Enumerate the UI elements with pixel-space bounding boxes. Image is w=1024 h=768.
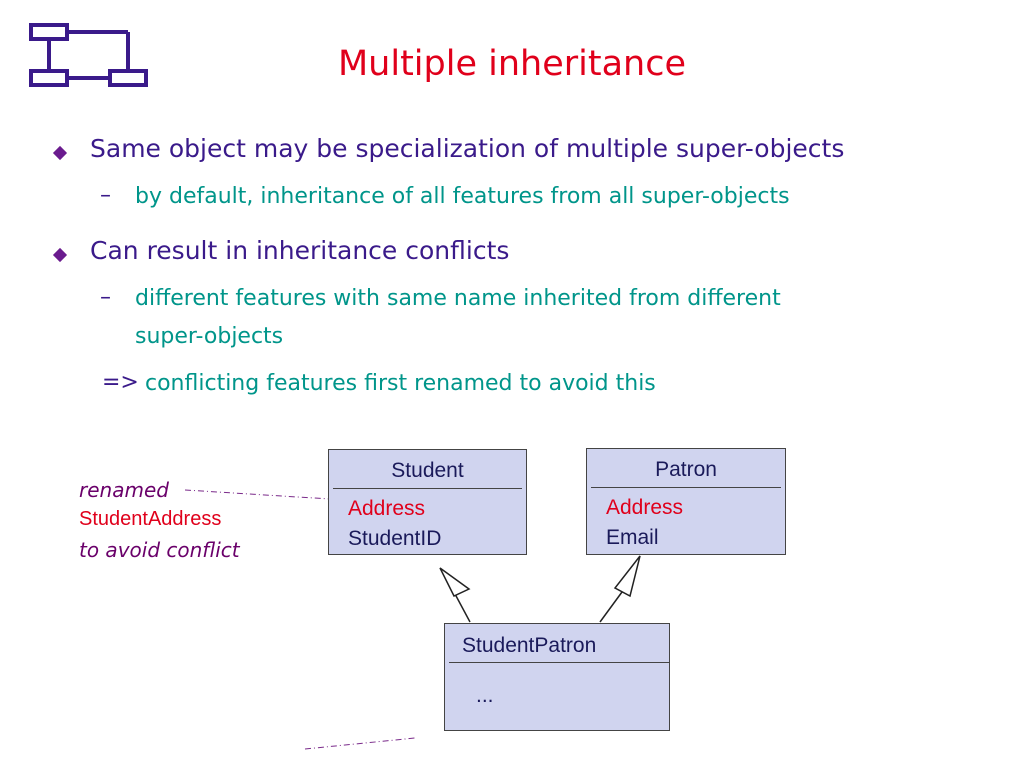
note-renamed: renamed [79, 478, 169, 502]
note-connector-line [184, 489, 331, 500]
sub-bullet-2-1-line2: super-objects [135, 324, 284, 349]
studentpatron-class-name: StudentPatron [462, 634, 597, 657]
patron-divider [591, 487, 781, 488]
student-attr-studentid: StudentID [348, 527, 442, 550]
patron-attr-address: Address [606, 496, 684, 519]
inheritance-line-patron [599, 591, 623, 623]
sub-bullet-2-1-line1: different features with same name inheri… [135, 286, 781, 311]
patron-attr-email: Email [606, 526, 659, 549]
sub-bullet-arrow-marker: => [102, 370, 139, 395]
bullet-1-text: Same object may be specialization of mul… [90, 134, 845, 163]
note-avoid-conflict: to avoid conflict [79, 538, 240, 562]
inheritance-line-student [454, 593, 471, 623]
student-class-name: Student [391, 459, 464, 482]
sub-bullet-1-1: by default, inheritance of all features … [135, 184, 790, 209]
patron-class-box: Patron Address Email [586, 448, 786, 555]
student-class-box: Student Address StudentID [328, 449, 527, 555]
inheritance-arrowhead-patron [613, 555, 641, 598]
bottom-connector-line [304, 737, 416, 750]
inheritance-arrowhead-student [439, 567, 471, 597]
sub-bullet-2-2: conflicting features first renamed to av… [145, 371, 656, 396]
sub-bullet-marker: – [100, 285, 111, 310]
patron-class-name: Patron [655, 458, 717, 481]
student-divider [333, 488, 522, 489]
sub-bullet-marker: – [100, 183, 111, 208]
studentpatron-ellipsis: ... [476, 684, 494, 707]
studentpatron-divider [449, 662, 669, 663]
bullet-2-text: Can result in inheritance conflicts [90, 236, 510, 265]
note-studentaddress: StudentAddress [79, 508, 222, 530]
hierarchy-logo-icon [29, 23, 148, 87]
slide-title: Multiple inheritance [337, 44, 687, 84]
studentpatron-class-box: StudentPatron ... [444, 623, 670, 731]
student-attr-address: Address [348, 497, 426, 520]
